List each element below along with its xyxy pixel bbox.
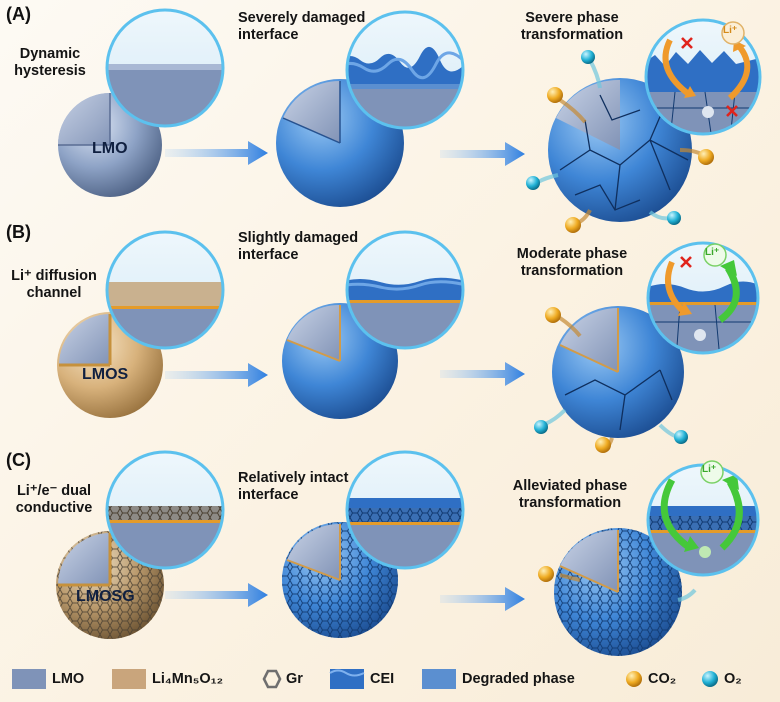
core-label-a: LMO	[92, 140, 128, 157]
core-label-c: LMOSG	[76, 588, 135, 605]
mid-title-a: Severely damaged interface	[238, 10, 366, 43]
legend-label-cei: CEI	[370, 671, 395, 687]
legend-label-lmo: LMO	[52, 671, 85, 687]
legend-swatch-li4mn5o12	[112, 669, 146, 689]
right-title-c: Alleviated phase transformation	[512, 478, 628, 511]
legend-swatch-lmo	[12, 669, 46, 689]
legend-swatches	[12, 669, 718, 689]
panel-label-c: (C)	[6, 450, 31, 470]
panel-a-graphics	[58, 8, 762, 233]
li-ion-badge-b: Li⁺	[705, 247, 720, 258]
right-title-a: Severe phase transformation	[520, 10, 624, 43]
panel-label-a: (A)	[6, 4, 31, 24]
legend-label-co2: CO₂	[648, 671, 677, 687]
side-label-a: Dynamic hysteresis	[14, 46, 86, 79]
legend-label-li4mn5o12: Li₄Mn₅O₁₂	[152, 671, 224, 687]
legend-swatch-cei	[330, 669, 364, 689]
legend-label-gr: Gr	[286, 671, 303, 687]
mid-title-c: Relatively intact interface	[238, 470, 349, 503]
legend-swatch-o2	[702, 671, 718, 687]
legend-label-degraded: Degraded phase	[462, 671, 575, 687]
li-ion-badge-c: Li⁺	[702, 464, 717, 475]
right-title-b: Moderate phase transformation	[516, 246, 628, 279]
legend-swatch-degraded	[422, 669, 456, 689]
panel-c-graphics	[56, 450, 760, 656]
mid-title-b: Slightly damaged interface	[238, 230, 359, 263]
legend-label-o2: O₂	[724, 671, 742, 687]
legend-swatch-co2	[626, 671, 642, 687]
panel-label-b: (B)	[6, 222, 31, 242]
li-ion-badge-a: Li⁺	[723, 25, 738, 36]
side-label-b: Li⁺ diffusion channel	[11, 268, 97, 301]
panel-b-graphics	[57, 230, 760, 453]
core-label-b: LMOS	[82, 366, 129, 383]
side-label-c: Li⁺/e⁻ dual conductive	[15, 483, 93, 516]
legend-swatch-gr	[262, 669, 282, 689]
